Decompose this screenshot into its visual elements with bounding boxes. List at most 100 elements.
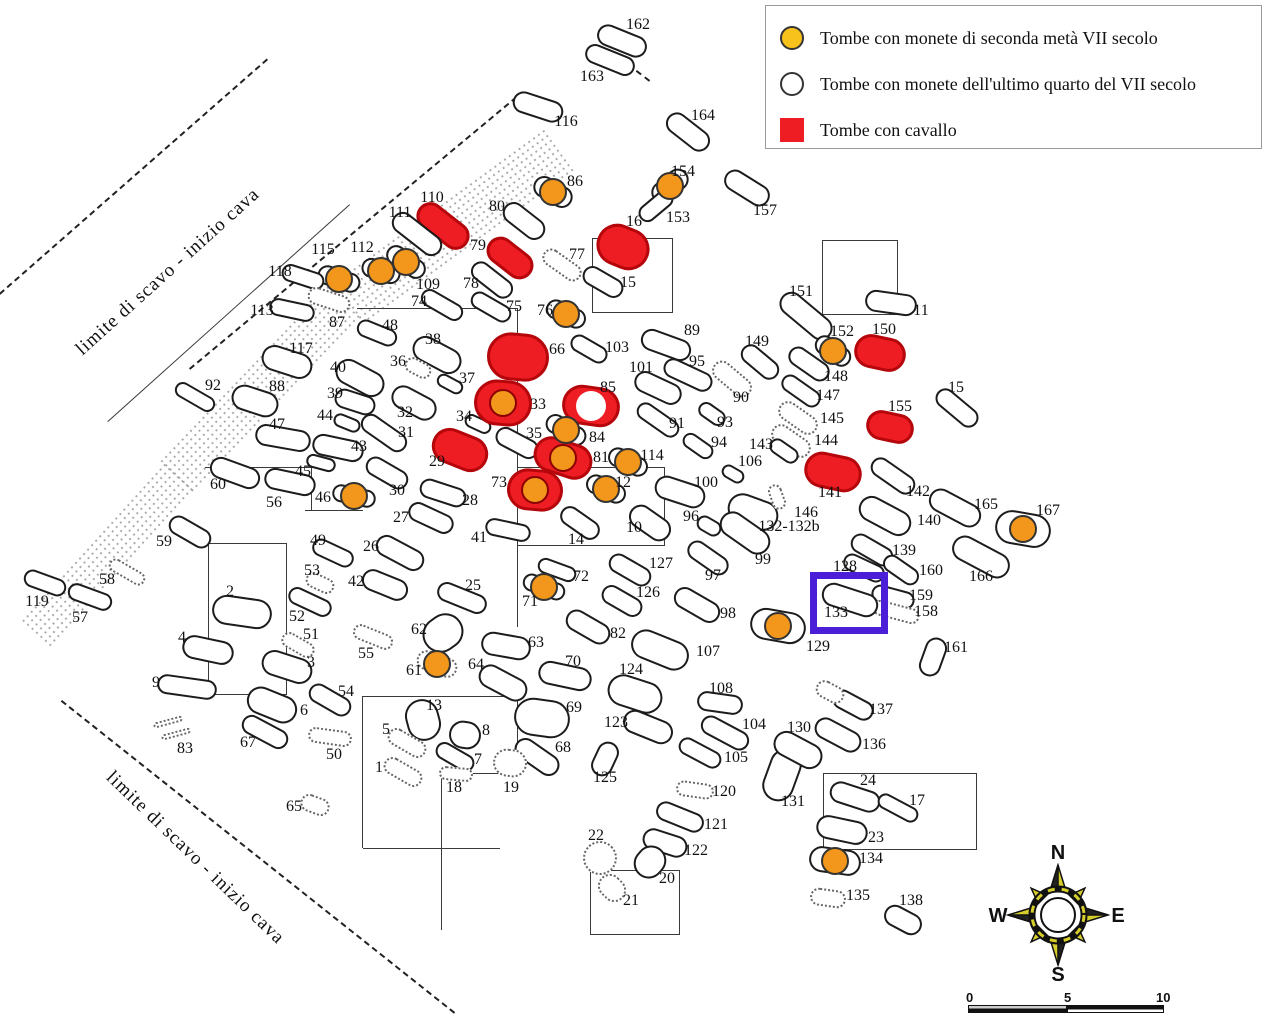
tomb-label-4: 4 [178,629,186,646]
tomb-label-5: 5 [382,721,390,738]
survey-grid-line [518,467,665,468]
tomb-label-24: 24 [860,772,876,789]
tomb-label-163: 163 [580,68,604,85]
tomb-label-113: 113 [250,302,274,319]
tomb-label-99: 99 [755,551,771,568]
tomb-label-145: 145 [820,410,844,427]
tomb-label-58: 58 [99,571,115,588]
tomb-shape-69 [511,695,573,741]
tomb-label-14: 14 [568,531,584,548]
tomb-label-70: 70 [565,653,581,670]
tomb-label-10: 10 [626,519,642,536]
tomb-label-138: 138 [899,892,923,909]
tomb-label-21: 21 [623,892,639,909]
tomb-label-72: 72 [573,568,589,585]
tomb-label-56: 56 [266,494,282,511]
tomb-label-109: 109 [416,276,440,293]
tomb-label-129: 129 [806,638,830,655]
tomb-shape [160,727,192,741]
tomb-label-121: 121 [704,816,728,833]
tomb-label-101: 101 [629,359,653,376]
scale-tick-5: 5 [1064,990,1072,1005]
tomb-label-117: 117 [289,340,313,357]
quarry-edge-stipple-band [19,460,196,650]
tomb-label-80: 80 [489,198,505,215]
tomb-label-66: 66 [549,341,565,358]
tomb-label-62: 62 [411,621,427,638]
tomb-label-43: 43 [351,438,367,455]
tomb-label-119: 119 [25,593,49,610]
tomb-shape-44 [331,411,363,435]
tomb-label-110: 110 [420,189,444,206]
tomb-label-90: 90 [733,389,749,406]
tomb-label-40: 40 [330,359,346,376]
tomb-label-133: 133 [824,604,848,621]
tomb-label-12: 12 [615,474,631,491]
scale-tick-0: 0 [966,990,974,1005]
tomb-label-26: 26 [363,538,379,555]
yellow-coin-circle-129 [764,612,792,640]
tomb-label-33: 33 [530,396,546,413]
tomb-label-126: 126 [636,584,660,601]
survey-grid-line [363,848,500,849]
tomb-label-108: 108 [709,680,733,697]
tomb-label-105: 105 [724,749,748,766]
tomb-label-55: 55 [358,645,374,662]
tomb-shape-41 [483,516,533,544]
tomb-label-3: 3 [307,654,315,671]
tomb-label-153: 153 [666,209,690,226]
tomb-label-54: 54 [338,683,354,700]
legend-label: Tombe con monete di seconda metà VII sec… [820,27,1158,48]
tomb-label-39: 39 [327,385,343,402]
tomb-label-48: 48 [382,317,398,334]
tomb-label-92: 92 [205,377,221,394]
tomb-shape-66 [485,330,551,384]
excavation-limit-line [0,58,269,295]
tomb-shape-32 [387,381,441,425]
survey-grid-line [518,545,665,546]
tomb-label-120: 120 [712,783,736,800]
tomb-label-8: 8 [482,722,490,739]
tomb-label-63: 63 [528,634,544,651]
tomb-label-17: 17 [909,792,925,809]
tomb-label-150: 150 [872,321,896,338]
legend-item-yellow: Tombe con monete di seconda metà VII sec… [780,26,1158,50]
tomb-label-38: 38 [425,331,441,348]
yellow-coin-circle-112 [367,257,395,285]
tomb-label-20: 20 [659,870,675,887]
tomb-label-27: 27 [393,509,409,526]
tomb-label-154: 154 [671,163,695,180]
tomb-label-69: 69 [566,699,582,716]
survey-grid-line [305,510,363,511]
tomb-label-111: 111 [388,204,412,221]
yellow-coin-circle-12 [592,475,620,503]
tomb-label-95: 95 [689,353,705,370]
red-square-icon [780,118,804,142]
tomb-shape-65 [297,791,333,819]
tomb-label-29: 29 [429,453,445,470]
yellow-coin-circle-134 [821,847,849,875]
tomb-label-28: 28 [462,492,478,509]
tomb-label-125: 125 [593,769,617,786]
tomb-label-35: 35 [526,425,542,442]
tomb-shape-59 [165,511,215,553]
yellow-coin-circle-152 [819,337,847,365]
tomb-label-159: 159 [909,587,933,604]
yellow-coin-circle-154 [656,172,684,200]
tomb-label-86: 86 [567,173,583,190]
survey-grid-square [823,773,977,850]
tomb-label-162: 162 [626,16,650,33]
tomb-label-143: 143 [749,436,773,453]
tomb-label-22: 22 [588,827,604,844]
compass-s-label: S [1051,964,1064,985]
tomb-label-68: 68 [555,739,571,756]
survey-grid-line [442,773,518,774]
tomb-label-51: 51 [303,626,319,643]
tomb-label-165: 165 [974,496,998,513]
tomb-shape-26 [371,531,429,575]
tomb-shape-63 [479,629,533,663]
tomb-label-15: 15 [948,379,964,396]
tomb-label-46: 46 [315,489,331,506]
tomb-label-146: 146 [794,504,818,521]
white-coin-circle-85 [576,391,606,421]
